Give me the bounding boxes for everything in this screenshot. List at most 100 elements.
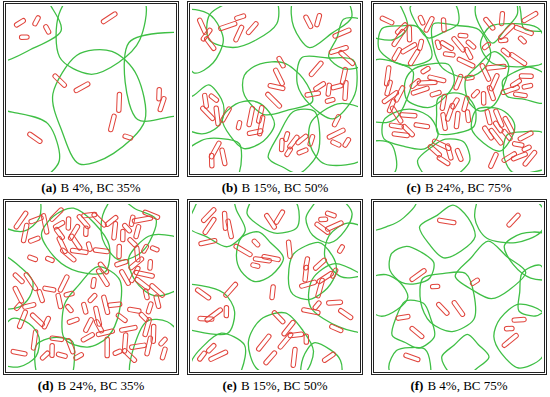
fibre-particle	[31, 330, 38, 351]
cluster-outline	[442, 334, 489, 370]
fibre-particle	[329, 45, 349, 55]
fibre-particle	[389, 123, 404, 130]
fibre-particle	[488, 73, 499, 92]
fibre-particle	[129, 266, 141, 284]
fibre-particle	[65, 304, 74, 314]
fibre-particle	[393, 85, 405, 103]
fibre-particle	[409, 78, 421, 89]
fibre-particle	[522, 150, 537, 168]
sample-panel: (b)B 15%, BC 50%	[187, 1, 363, 177]
fibre-particle	[250, 262, 260, 269]
fibre-particle	[97, 261, 109, 275]
fibre-particle	[30, 312, 46, 327]
fibre-particle	[326, 127, 346, 140]
fibre-particle	[338, 308, 354, 321]
fibre-particle	[138, 311, 149, 322]
cluster-outline	[236, 232, 283, 282]
fibre-particle	[470, 277, 481, 286]
cluster-outline	[376, 274, 408, 316]
fibre-particle	[149, 283, 166, 298]
fibre-particle	[52, 73, 67, 88]
sample-panel: (d)B 24%, BC 35%	[3, 199, 179, 375]
fibre-particle	[12, 286, 24, 304]
fibre-particle	[73, 81, 90, 93]
fibre-particle	[301, 307, 320, 315]
fibre-particle	[73, 352, 84, 361]
fibre-particle	[453, 74, 463, 91]
fibre-particle	[470, 89, 480, 99]
fibre-particle	[519, 74, 533, 79]
fibre-particle	[114, 259, 128, 268]
fibre-particle	[403, 353, 420, 363]
fibre-particle	[134, 276, 151, 290]
fibre-particle	[112, 348, 122, 356]
cluster-outline	[8, 6, 61, 62]
fibre-particle	[343, 80, 349, 100]
fibre-particle	[264, 213, 278, 230]
fibre-particle	[119, 269, 131, 286]
fibre-particle	[391, 47, 402, 62]
cluster-outline	[288, 242, 336, 299]
fibre-particle	[379, 15, 394, 25]
microstructure-illustration	[374, 202, 544, 372]
panel-letter: (c)	[406, 180, 420, 195]
fibre-particle	[273, 209, 285, 225]
fibre-particle	[83, 317, 94, 333]
fibre-particle	[129, 343, 147, 350]
panel-letter: (b)	[222, 180, 238, 195]
fibre-particle	[512, 141, 524, 148]
fibre-particle	[69, 233, 83, 251]
fibre-particle	[11, 349, 28, 356]
fibre-particle	[67, 317, 80, 325]
fibre-particle	[319, 217, 328, 222]
fibre-particle	[488, 127, 504, 146]
fibre-particle	[445, 143, 454, 160]
fibre-particle	[512, 317, 527, 322]
fibre-particle	[325, 97, 336, 104]
fibre-particle	[481, 91, 486, 105]
fibre-particle	[483, 16, 496, 31]
fibre-particle	[81, 302, 88, 315]
fibre-particle	[409, 268, 427, 283]
fibre-particle	[121, 229, 126, 242]
fibre-particle	[117, 244, 122, 259]
sample-panel: (a)B 4%, BC 35%	[3, 1, 179, 177]
cluster-outline	[8, 255, 33, 309]
fibre-particle	[443, 51, 455, 57]
fibre-particle	[498, 23, 516, 41]
fibre-particle	[214, 106, 221, 127]
fibre-particle	[146, 301, 154, 314]
sample-panel: (c)B 24%, BC 75%	[371, 1, 547, 177]
fibre-particle	[312, 300, 322, 311]
sample-panel: (f)B 4%, BC 75%	[371, 199, 547, 375]
fibre-particle	[197, 350, 208, 362]
fibre-particle	[60, 247, 77, 263]
fibre-particle	[521, 144, 532, 152]
fibre-particle	[247, 106, 255, 127]
cluster-outline	[192, 9, 223, 73]
fibre-particle	[418, 15, 426, 26]
fibre-particle	[42, 286, 56, 293]
fibre-particle	[101, 295, 110, 315]
fibre-particle	[286, 240, 292, 259]
fibre-particle	[414, 122, 430, 129]
fibre-particle	[151, 324, 156, 343]
fibre-particle	[522, 83, 533, 90]
fibre-particle	[299, 280, 317, 289]
fibre-particle	[108, 302, 123, 308]
fibre-particle	[455, 148, 464, 162]
cluster-outline	[494, 304, 542, 368]
cluster-outline	[389, 347, 431, 370]
fibre-particle	[322, 351, 337, 363]
fibre-particle	[142, 317, 152, 337]
microstructure-illustration	[6, 4, 176, 174]
fibre-particle	[384, 80, 393, 97]
fibre-particle	[501, 129, 513, 142]
fibre-particle	[80, 332, 95, 343]
fibre-particle	[224, 305, 229, 317]
fibre-particle	[66, 338, 76, 355]
fibre-particle	[141, 244, 149, 254]
fibre-particle	[49, 207, 64, 222]
cluster-outline	[420, 272, 476, 332]
fibre-particle	[93, 248, 110, 254]
